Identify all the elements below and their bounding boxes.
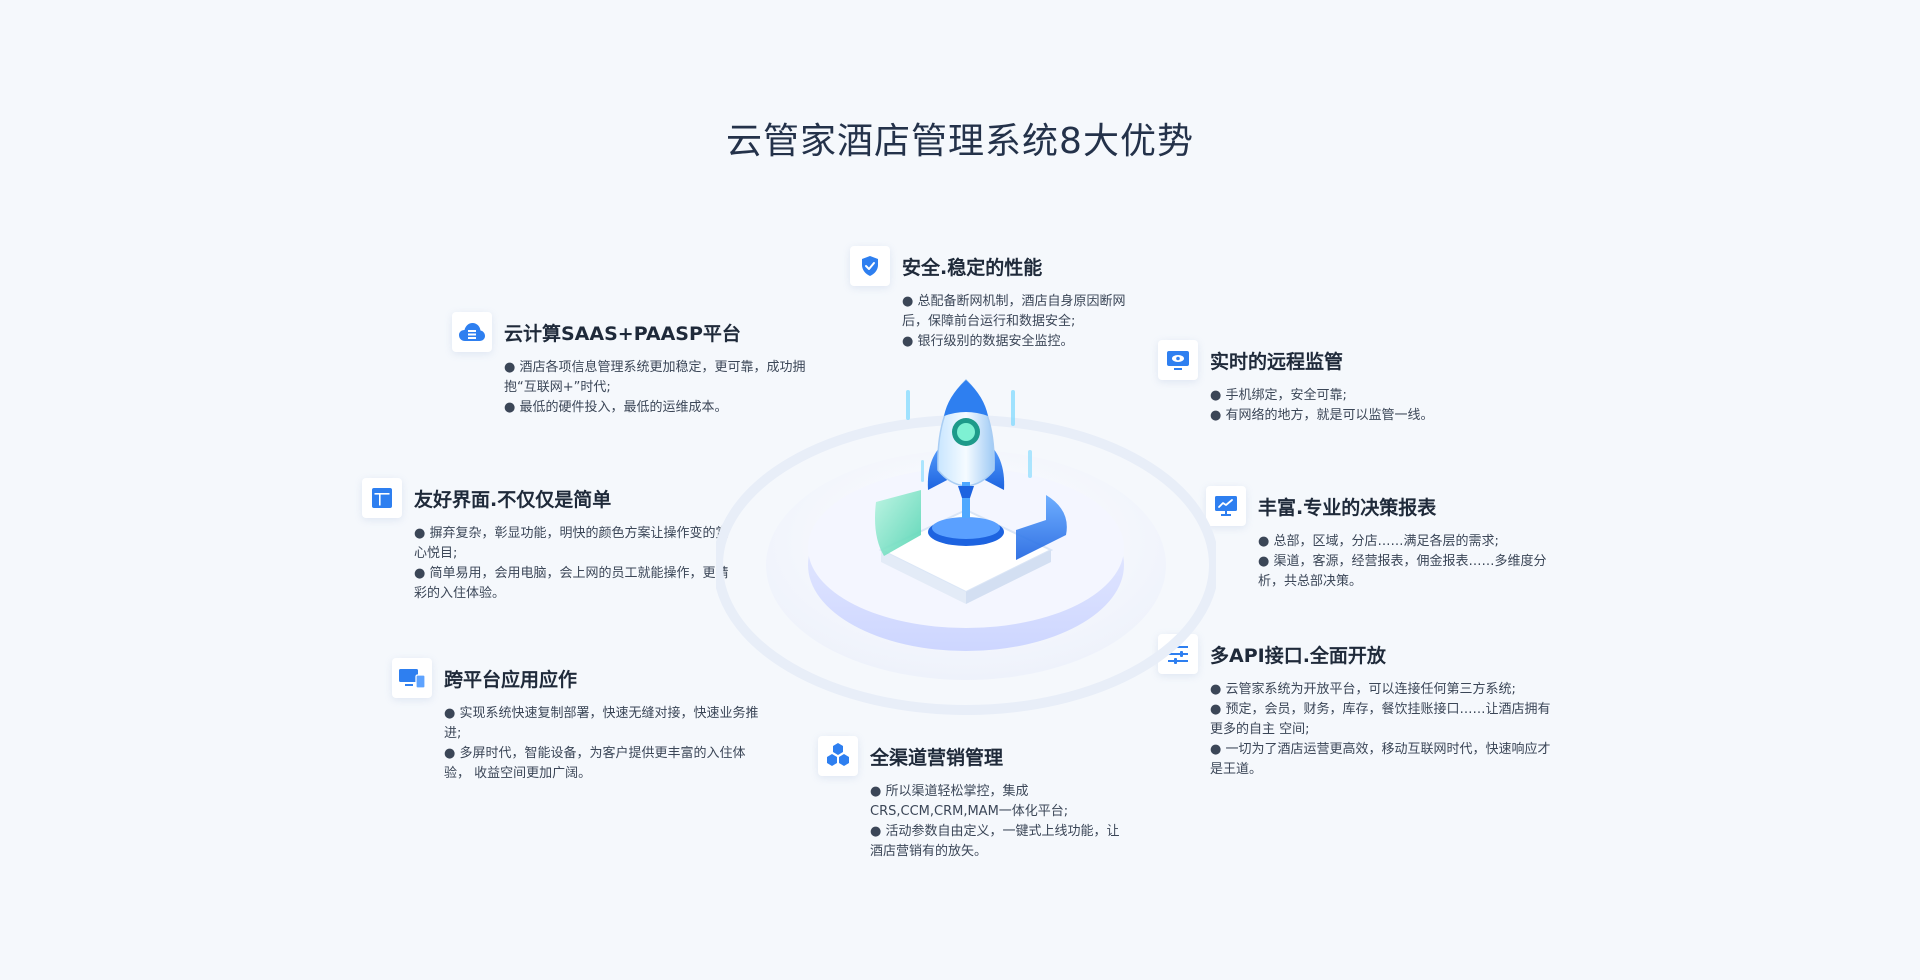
right-panel <box>1016 495 1067 560</box>
feature-point: ● 酒店各项信息管理系统更加稳定，更可靠，成功拥抱“互联网+”时代; <box>504 360 806 395</box>
feature-title: 多API接口.全面开放 <box>1210 644 1386 667</box>
feature-report: 丰富.专业的决策报表 ● 总部，区域，分店……满足各层的需求; ● 渠道，客源，… <box>1206 486 1566 592</box>
left-panel <box>875 490 921 556</box>
feature-point: ● 多屏时代，智能设备，为客户提供更丰富的入住体验， 收益空间更加广阔。 <box>444 746 746 781</box>
feature-title: 云计算SAAS+PAASP平台 <box>504 322 741 345</box>
feature-title: 跨平台应用应作 <box>444 668 578 691</box>
feature-title: 友好界面.不仅仅是简单 <box>414 488 612 511</box>
feature-point: ● 简单易用，会用电脑，会上网的员工就能操作，更精彩的入住体验。 <box>414 566 729 601</box>
feature-title: 全渠道营销管理 <box>870 746 1004 769</box>
feature-monitor: 实时的远程监管 ● 手机绑定，安全可靠; ● 有网络的地方，就是可以监管一线。 <box>1158 340 1478 426</box>
monitor-eye-icon <box>1158 340 1198 380</box>
feature-point: ● 活动参数自由定义，一键式上线功能，让酒店营销有的放矢。 <box>870 824 1120 859</box>
feature-crossplatform: 跨平台应用应作 ● 实现系统快速复制部署，快速无缝对接，快速业务推进; ● 多屏… <box>392 658 762 784</box>
cloud-icon <box>452 312 492 352</box>
feature-marketing: 全渠道营销管理 ● 所以渠道轻松掌控，集成CRS,CCM,CRM,MAM一体化平… <box>818 736 1138 862</box>
feature-point: ● 摒弃复杂，彰显功能，明快的颜色方案让操作变的赏心悦目; <box>414 526 729 561</box>
feature-point: ● 渠道，客源，经营报表，佣金报表……多维度分析，共总部决策。 <box>1258 554 1547 589</box>
feature-title: 丰富.专业的决策报表 <box>1258 496 1437 519</box>
feature-point: ● 实现系统快速复制部署，快速无缝对接，快速业务推进; <box>444 706 759 741</box>
chart-board-icon <box>1206 486 1246 526</box>
feature-point: ● 总配备断网机制，酒店自身原因断网后，保障前台运行和数据安全; <box>902 294 1126 329</box>
feature-point: ● 所以渠道轻松掌控，集成CRS,CCM,CRM,MAM一体化平台; <box>870 784 1069 819</box>
feature-ui: 友好界面.不仅仅是简单 ● 摒弃复杂，彰显功能，明快的颜色方案让操作变的赏心悦目… <box>362 478 732 604</box>
page-title: 云管家酒店管理系统8大优势 <box>726 121 1194 162</box>
layout-icon <box>362 478 402 518</box>
feature-point: ● 云管家系统为开放平台，可以连接任何第三方系统; <box>1210 682 1516 697</box>
feature-title: 实时的远程监管 <box>1210 350 1344 373</box>
feature-cloud: 云计算SAAS+PAASP平台 ● 酒店各项信息管理系统更加稳定，更可靠，成功拥… <box>452 312 822 418</box>
feature-api: 多API接口.全面开放 ● 云管家系统为开放平台，可以连接任何第三方系统; ● … <box>1158 634 1558 780</box>
feature-point: ● 预定，会员，财务，库存，餐饮挂账接口……让酒店拥有更多的自主 空间; <box>1210 702 1551 737</box>
hexagon-cluster-icon <box>818 736 858 776</box>
shield-check-icon <box>850 246 890 286</box>
feature-point: ● 总部，区域，分店……满足各层的需求; <box>1258 534 1499 549</box>
feature-point: ● 有网络的地方，就是可以监管一线。 <box>1210 408 1434 423</box>
rocket-platform-illustration <box>713 360 1219 720</box>
feature-point: ● 一切为了酒店运营更高效，移动互联网时代，快速响应才是王道。 <box>1210 742 1551 777</box>
feature-title: 安全.稳定的性能 <box>902 256 1043 279</box>
feature-point: ● 最低的硬件投入，最低的运维成本。 <box>504 400 728 415</box>
feature-point: ● 银行级别的数据安全监控。 <box>902 334 1074 349</box>
feature-security: 安全.稳定的性能 ● 总配备断网机制，酒店自身原因断网后，保障前台运行和数据安全… <box>850 246 1150 352</box>
feature-point: ● 手机绑定，安全可靠; <box>1210 388 1347 403</box>
devices-icon <box>392 658 432 698</box>
